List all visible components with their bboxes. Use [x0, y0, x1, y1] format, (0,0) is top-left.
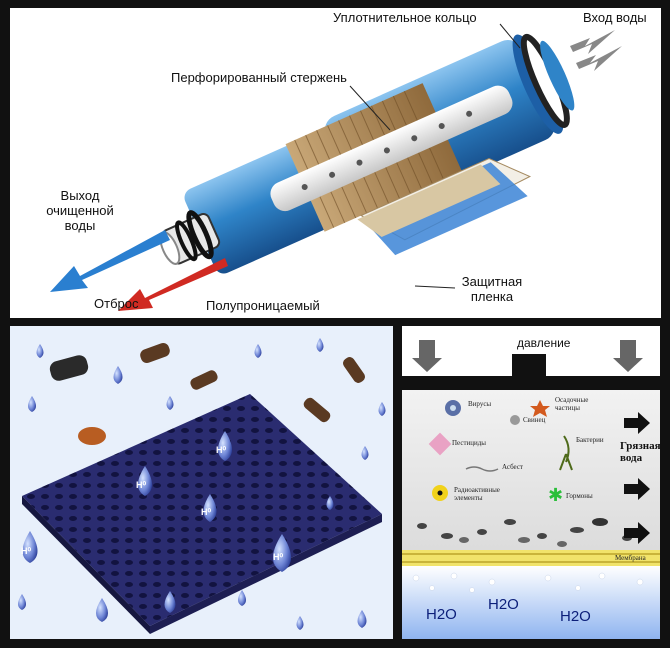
label-radioactive: Радиоактивные элементы	[454, 486, 500, 502]
drop-label: H⁰	[201, 507, 212, 517]
label-bacteria: Бактерии	[576, 436, 604, 444]
label-drain: Отброс	[94, 296, 139, 311]
label-hormones: Гормоны	[566, 492, 593, 500]
h2o-label: H2O	[426, 606, 457, 623]
bacteria-icon	[559, 435, 573, 471]
pressure-arrow-left	[412, 340, 442, 372]
drop-label: H⁰	[273, 552, 284, 562]
label-membrane: Мембрана	[615, 554, 646, 562]
outflow-arrow	[624, 522, 650, 544]
outflow-arrow	[624, 412, 650, 434]
clean-water-arrow	[50, 230, 170, 292]
outflow-arrow	[624, 478, 650, 500]
label-sealing-ring: Уплотнительное кольцо	[333, 10, 477, 25]
press-plate	[402, 376, 660, 390]
h2o-label: H2O	[560, 608, 591, 625]
label-lead: Свинец	[523, 416, 546, 424]
lead-icon	[510, 415, 520, 425]
piston	[512, 354, 546, 376]
label-semipermeable: Полупроницаемый	[206, 298, 320, 313]
label-water-in: Вход воды	[583, 10, 647, 25]
contaminants	[49, 342, 365, 445]
pressure-arrow-right	[613, 340, 643, 372]
label-pesticides: Пестициды	[452, 439, 487, 447]
pressure-scheme: ✱	[402, 340, 660, 639]
drain-arrow	[118, 258, 228, 311]
label-dirty-water: Грязная вода	[620, 440, 660, 464]
label-perforated-rod: Перфорированный стержень	[171, 70, 347, 85]
cartridge-illustration	[50, 23, 622, 311]
drop-label: H⁰	[216, 445, 227, 455]
ro-cartridge-panel: Уплотнительное кольцо Вход воды Перфорир…	[10, 8, 661, 318]
h2o-label: H2O	[488, 596, 519, 613]
drop-label: H⁰	[136, 480, 147, 490]
label-clean-water-out: Выход очищенной воды	[46, 188, 114, 233]
hormone-icon: ✱	[548, 485, 563, 506]
sediment-icon	[530, 400, 550, 417]
dirty-water-zone	[402, 390, 660, 550]
pressure-scheme-panel: ✱ давление Вирусы Осадочные частицы Сви	[402, 326, 660, 639]
label-pressure: давление	[517, 336, 571, 350]
membrane-illustration	[18, 338, 386, 634]
drop-label: H⁰	[21, 546, 32, 556]
asbestos-icon	[465, 466, 499, 472]
membrane-drops-panel: H⁰ H⁰ H⁰ H⁰ H⁰	[10, 326, 393, 639]
clean-water-zone	[402, 566, 660, 639]
label-protective-film: Защитная пленка	[461, 274, 523, 304]
water-in-arrows	[570, 30, 622, 71]
perforated-core	[270, 85, 513, 212]
water-drops	[18, 338, 386, 630]
label-viruses: Вирусы	[468, 400, 492, 408]
label-sediment: Осадочные частицы	[555, 396, 589, 412]
label-asbestos: Асбест	[502, 463, 523, 471]
